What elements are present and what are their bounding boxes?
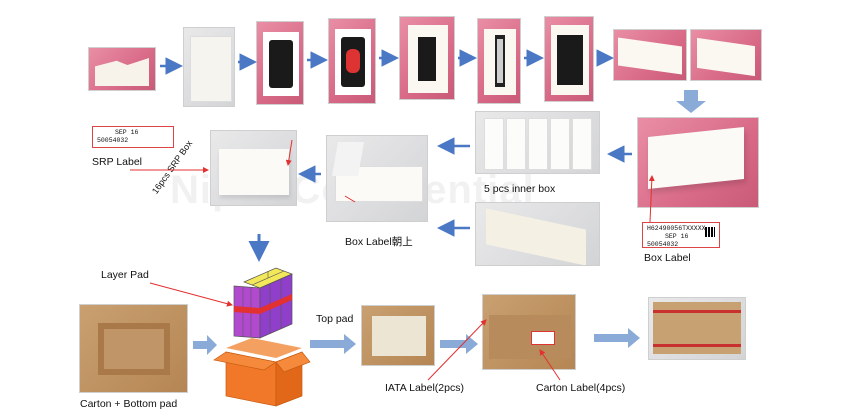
arrow-down-to-srp [676,90,706,113]
top-pad-text: Top pad [316,313,354,325]
srp-box-16pcs-photo [210,130,297,206]
box-label-card: H62490056TXXXXX SEP 16 50054032 [642,222,720,248]
pointer-layer-pad [149,282,233,307]
srp-label-code: 50054032 [97,137,129,144]
box-label-date: SEP 16 [665,233,689,240]
carton-bottom-pad-text: Carton + Bottom pad [80,398,178,410]
five-inner-box-photo [475,111,600,174]
layer-pad-stack-illustration [233,267,293,339]
step2-white-tray-photo [183,27,235,107]
arrow-carton-to-stack [193,335,217,355]
box-label-up-text: Box Label朝上 [345,236,413,248]
carton-bottom-pad-photo [79,304,188,393]
orange-carton-illustration [213,338,311,407]
layer-pad-text: Layer Pad [101,269,149,281]
srp-label-title: SRP Label [92,156,143,168]
iata-label-text: IATA Label(2pcs) [385,382,464,394]
qr-code-icon [705,227,715,237]
arrow-stack-to-toppad [310,334,356,354]
pointer-boxlabel-up [344,195,356,203]
step5-flap-photo [399,16,455,100]
step9-closed-box-photo [690,29,762,81]
step6-insert-tube-photo [477,18,521,104]
taped-carton-photo [648,297,746,360]
arrow-carton-to-taped [594,328,640,348]
pointer-carton-label [539,349,561,381]
pointer-box-label [648,175,655,223]
inner-box-5-text: 5 pcs inner box [484,183,556,195]
step7-tray-photo [544,16,594,102]
step4-device-insert-photo [328,18,376,104]
box-label-serial: H62490056TXXXXX [647,225,706,232]
srp-label-card: SEP 16 50054032 [92,126,174,148]
arrow-toppad-to-carton [440,334,478,354]
box-label-code: 50054032 [647,241,679,248]
carton-label-text: Carton Label(4pcs) [536,382,626,394]
srp-box-with-label-photo [637,117,759,208]
box-with-label-up-photo [326,135,428,222]
sealed-carton-labels-photo [482,294,576,370]
step8-closed-box-photo [613,29,687,81]
pointer-srp-box-label [285,139,293,166]
step1-open-tray-photo [88,47,156,91]
inner-box-open-photo [475,202,600,266]
top-pad-photo [361,305,435,366]
step3-black-insert-photo [256,21,304,105]
srp-label-date: SEP 16 [115,129,139,136]
pointer-iata [427,319,487,381]
box-label-text: Box Label [644,252,691,264]
